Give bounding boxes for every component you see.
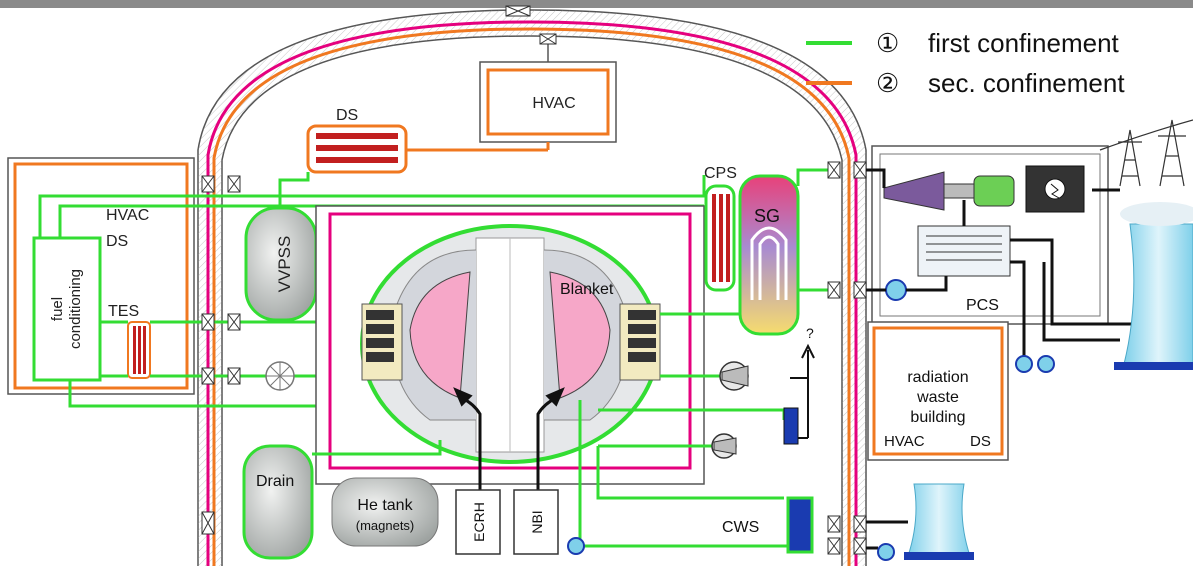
question-mark: ? bbox=[806, 325, 814, 341]
legend-second-marker: ② bbox=[876, 68, 899, 98]
pump-right-upper-icon bbox=[720, 362, 748, 390]
cooling-pump-icons bbox=[1016, 356, 1054, 372]
generator bbox=[974, 176, 1014, 206]
transformer bbox=[1026, 166, 1084, 212]
drain-tank bbox=[244, 446, 312, 558]
tes-unit bbox=[128, 322, 150, 378]
cooling-tower-small bbox=[904, 484, 974, 560]
fan-icon bbox=[266, 362, 294, 390]
heat-exchanger-small bbox=[784, 408, 808, 444]
radwaste-ds-label: DS bbox=[970, 433, 991, 450]
question-arrow bbox=[802, 346, 814, 438]
small-tower-pump-icon bbox=[878, 544, 894, 560]
cws-label: CWS bbox=[722, 519, 759, 536]
legend-second-label: sec. confinement bbox=[928, 68, 1125, 98]
drain-label: Drain bbox=[256, 473, 294, 490]
sg-label: SG bbox=[754, 206, 780, 226]
hvac-top-label: HVAC bbox=[532, 95, 575, 112]
nbi-label: NBI bbox=[529, 510, 545, 533]
radwaste-label-3: building bbox=[910, 409, 965, 426]
pcs-label: PCS bbox=[966, 297, 999, 314]
fuel-conditioning-label-1: fuel bbox=[49, 297, 66, 321]
dome-top-valve bbox=[506, 6, 530, 16]
ds-top-label: DS bbox=[336, 107, 358, 124]
cps-unit bbox=[706, 186, 734, 290]
cooling-tower-main bbox=[1114, 202, 1193, 370]
ds-left-label: DS bbox=[106, 233, 128, 250]
he-tank-label: He tank bbox=[357, 497, 413, 514]
blanket-label: Blanket bbox=[560, 281, 614, 298]
top-border-bar bbox=[0, 0, 1193, 8]
ds-top-filter bbox=[308, 126, 406, 172]
radwaste-label-1: radiation bbox=[907, 369, 968, 386]
blanket-module-left bbox=[362, 304, 402, 380]
condenser bbox=[918, 226, 1010, 276]
radwaste-hvac-label: HVAC bbox=[884, 433, 925, 450]
fuel-conditioning-label-2: conditioning bbox=[67, 269, 84, 349]
radwaste-label-2: waste bbox=[916, 389, 959, 406]
hvac-left-label: HVAC bbox=[106, 207, 149, 224]
blanket-module-right bbox=[620, 304, 660, 380]
legend-first-marker: ① bbox=[876, 28, 899, 58]
cps-label: CPS bbox=[704, 165, 737, 182]
steam-generator bbox=[740, 176, 798, 334]
tokamak bbox=[362, 226, 658, 462]
power-pylons bbox=[1100, 120, 1193, 186]
hvac-top-valve bbox=[540, 34, 556, 44]
magnets-label: (magnets) bbox=[356, 518, 415, 533]
vvpss-label: VVPSS bbox=[275, 236, 294, 293]
tes-label: TES bbox=[108, 303, 139, 320]
pcs-pump-icon bbox=[886, 280, 906, 300]
cws-pump-icon bbox=[568, 538, 584, 554]
ecrh-label: ECRH bbox=[471, 502, 487, 542]
legend-first-label: first confinement bbox=[928, 28, 1120, 58]
cws-heat-exchanger bbox=[788, 498, 812, 552]
legend: ① first confinement ② sec. confinement bbox=[806, 28, 1125, 98]
pump-right-lower-icon bbox=[712, 434, 736, 458]
